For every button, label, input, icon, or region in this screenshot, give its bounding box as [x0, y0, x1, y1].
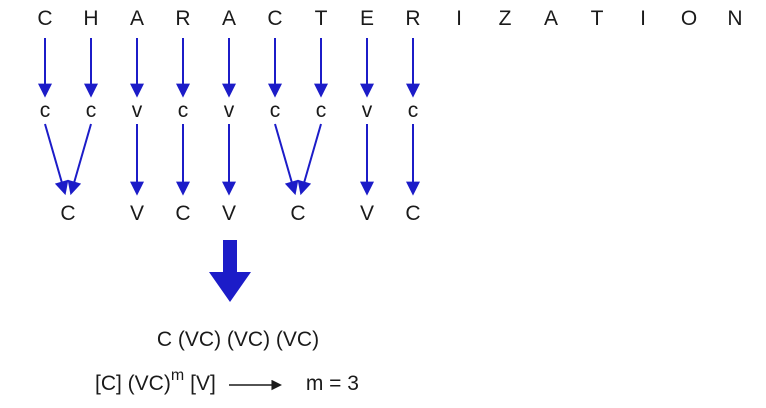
cv-group-letter: C — [60, 202, 76, 225]
word-letter: A — [221, 7, 236, 30]
cv-letter: c — [39, 99, 51, 122]
cv-letter: c — [315, 99, 327, 122]
word-letter: A — [129, 7, 144, 30]
word-row: C H A R A C T E R I Z A T I O N — [22, 7, 758, 31]
word-letter: C — [37, 7, 53, 30]
cv-letter: c — [177, 99, 189, 122]
word-letter: E — [359, 7, 374, 30]
word-letter: T — [590, 7, 604, 30]
converge-arrow-icon — [297, 123, 322, 196]
cv-letter: c — [269, 99, 281, 122]
word-letter: R — [175, 7, 191, 30]
cv-to-group-arrows — [44, 123, 420, 196]
formula-suffix: [V] — [190, 372, 216, 395]
word-letter: C — [267, 7, 283, 30]
measure-result: m = 3 — [305, 372, 359, 395]
cv-group-letter: V — [359, 202, 374, 225]
word-letter: A — [543, 7, 558, 30]
cv-letter: v — [361, 99, 373, 122]
cv-group-letter: C — [175, 202, 191, 225]
cv-letter: v — [223, 99, 235, 122]
cv-letter: c — [85, 99, 97, 122]
word-letter: N — [727, 7, 743, 30]
word-letter: T — [314, 7, 328, 30]
grouped-pattern: C (VC) (VC) (VC) — [156, 328, 320, 351]
word-letter: H — [83, 7, 99, 30]
word-letter: I — [640, 7, 646, 30]
converge-arrow-icon — [274, 123, 299, 196]
cv-group-letter: C — [290, 202, 306, 225]
cv-group-letter: C — [405, 202, 421, 225]
cv-classification-row: c c v c v c c v c — [22, 99, 436, 123]
letter-to-cv-arrows — [38, 38, 420, 98]
formula-prefix: [C] (VC) — [95, 372, 171, 395]
big-down-arrow-icon — [209, 240, 251, 302]
cv-letter: v — [131, 99, 143, 122]
cv-letter: c — [407, 99, 419, 122]
cv-group-letter: V — [129, 202, 144, 225]
word-letter: O — [680, 7, 698, 30]
right-arrow-icon — [228, 379, 282, 391]
word-letter: Z — [498, 7, 512, 30]
formula-exponent: m — [170, 367, 185, 384]
word-letter: I — [456, 7, 462, 30]
converge-arrow-icon — [67, 123, 92, 196]
measure-formula: [C] (VC)m [V] m = 3 — [95, 368, 359, 396]
cv-group-letter: V — [221, 202, 236, 225]
converge-arrow-icon — [44, 123, 69, 196]
word-letter: R — [405, 7, 421, 30]
